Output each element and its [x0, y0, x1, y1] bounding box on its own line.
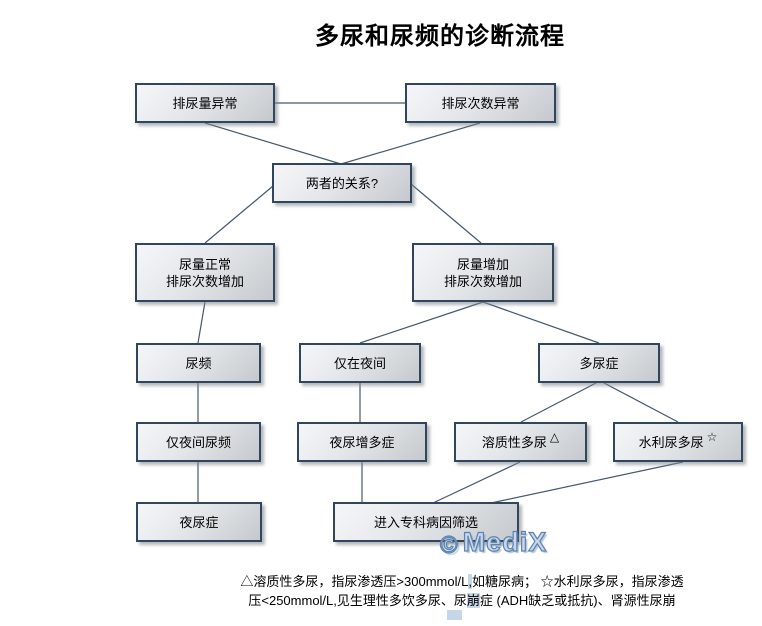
node-water-diuresis-label: 水利尿多尿 — [638, 434, 704, 450]
node-relationship-question: 两者的关系? — [272, 163, 412, 203]
footnote-line-1: △溶质性多尿，指尿渗透压>300mmol/L,如糖尿病； ☆水利尿多尿，指尿渗透 — [162, 572, 762, 591]
footnote-line1-text: △溶质性多尿，指尿渗透压>300mmol/L — [240, 574, 469, 589]
edge-increased-volume-to-polyuria — [482, 301, 600, 344]
edge-solute-to-screening — [432, 461, 521, 504]
edge-frequency-to-relationship — [340, 122, 481, 165]
footnote-line1-highlight: , — [468, 574, 472, 589]
node-solute-polyuria: 溶质性多尿△ — [454, 422, 587, 462]
node-water-diuresis-polyuria: 水利尿多尿☆ — [613, 422, 743, 462]
edge-relationship-to-increased-volume — [410, 183, 482, 244]
footnote-line2-text-cont: 症 (ADH缺乏或抵抗)、肾源性尿崩 — [479, 593, 676, 608]
footnote-line1-text-cont: 如糖尿病； ☆水利尿多尿，指尿渗透 — [471, 574, 684, 589]
node-specialist-screening: 进入专科病因筛选 — [333, 502, 519, 542]
node-increased-volume-increased-frequency: 尿量增加 排尿次数增加 — [412, 243, 554, 302]
edge-normal-volume-to-frequency — [197, 301, 206, 344]
footnote-line-2: 压<250mmol/L,见生理性多饮多尿、尿崩症 (ADH缺乏或抵抗)、肾源性尿… — [162, 591, 762, 610]
edge-increased-volume-to-night-only — [359, 301, 484, 344]
triangle-marker: △ — [549, 429, 560, 444]
node-urinary-frequency: 尿频 — [136, 343, 261, 383]
edge-water-to-screening — [490, 461, 684, 504]
node-nocturia: 夜尿症 — [136, 502, 262, 542]
watermark-brand: MediX — [462, 526, 548, 557]
page-title: 多尿和尿频的诊断流程 — [315, 23, 565, 50]
node-abnormal-urine-volume: 排尿量异常 — [135, 83, 275, 123]
copyright-icon: © — [439, 531, 459, 559]
footnote-line2-text: 压<250mmol/L,见生理性多饮多尿、尿 — [248, 593, 467, 608]
node-normal-volume-increased-frequency: 尿量正常 排尿次数增加 — [135, 243, 275, 302]
node-nocturnal-frequency-only: 仅夜间尿频 — [136, 422, 261, 462]
node-night-only: 仅在夜间 — [299, 343, 421, 383]
node-polyuria: 多尿症 — [538, 343, 660, 383]
footnote-line2-highlight: 崩 — [466, 593, 480, 608]
edge-volume-to-relationship — [204, 122, 342, 165]
highlight-artifact — [447, 610, 462, 620]
edge-polyuria-to-solute — [520, 382, 597, 423]
node-increased-nocturia: 夜尿增多症 — [297, 422, 427, 462]
star-marker: ☆ — [706, 429, 718, 444]
node-solute-polyuria-label: 溶质性多尿 — [481, 434, 547, 450]
node-abnormal-urine-frequency: 排尿次数异常 — [405, 83, 556, 123]
edge-polyuria-to-water — [603, 382, 679, 423]
medix-watermark: ©MediX — [439, 526, 548, 560]
edge-relationship-to-normal-volume — [204, 185, 274, 244]
footnote: △溶质性多尿，指尿渗透压>300mmol/L,如糖尿病； ☆水利尿多尿，指尿渗透… — [162, 572, 762, 610]
